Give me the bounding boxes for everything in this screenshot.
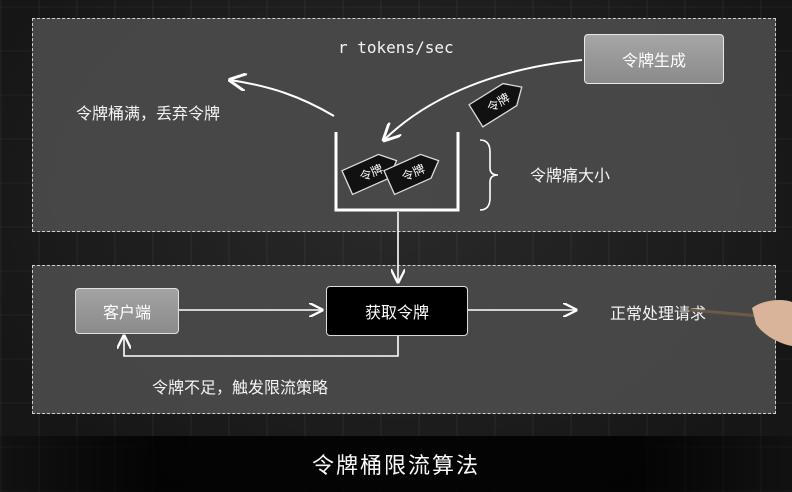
normal-processing-label: 正常处理请求 bbox=[610, 304, 707, 323]
bucket-full-label: 令牌桶满，丢弃令牌 bbox=[76, 104, 221, 123]
client-label: 客户端 bbox=[102, 303, 151, 322]
acquire-token-label: 获取令牌 bbox=[364, 303, 429, 322]
acquire-token-box: 获取令牌 bbox=[326, 286, 468, 336]
diagram-title: 令牌桶限流算法 bbox=[311, 454, 480, 479]
token-bucket bbox=[334, 132, 460, 212]
bucket-token-2: 令牌 bbox=[383, 153, 440, 196]
token-generator-label: 令牌生成 bbox=[621, 51, 686, 70]
title-bar: 令牌桶限流算法 bbox=[0, 436, 792, 492]
overflow-arrow bbox=[230, 80, 335, 117]
bucket-capacity-label: 令牌痛大小 bbox=[530, 166, 611, 185]
client-box: 客户端 bbox=[75, 288, 179, 334]
rate-label: r tokens/sec bbox=[338, 38, 454, 57]
generation-arrow bbox=[384, 59, 583, 140]
presenter-pointer-icon bbox=[690, 300, 792, 346]
capacity-brace bbox=[479, 139, 499, 211]
token-generator-box: 令牌生成 bbox=[584, 34, 724, 84]
limit-feedback-arrow bbox=[124, 336, 399, 357]
rate-limit-label: 令牌不足，触发限流策略 bbox=[152, 378, 329, 397]
falling-token: 令牌 bbox=[468, 82, 523, 128]
